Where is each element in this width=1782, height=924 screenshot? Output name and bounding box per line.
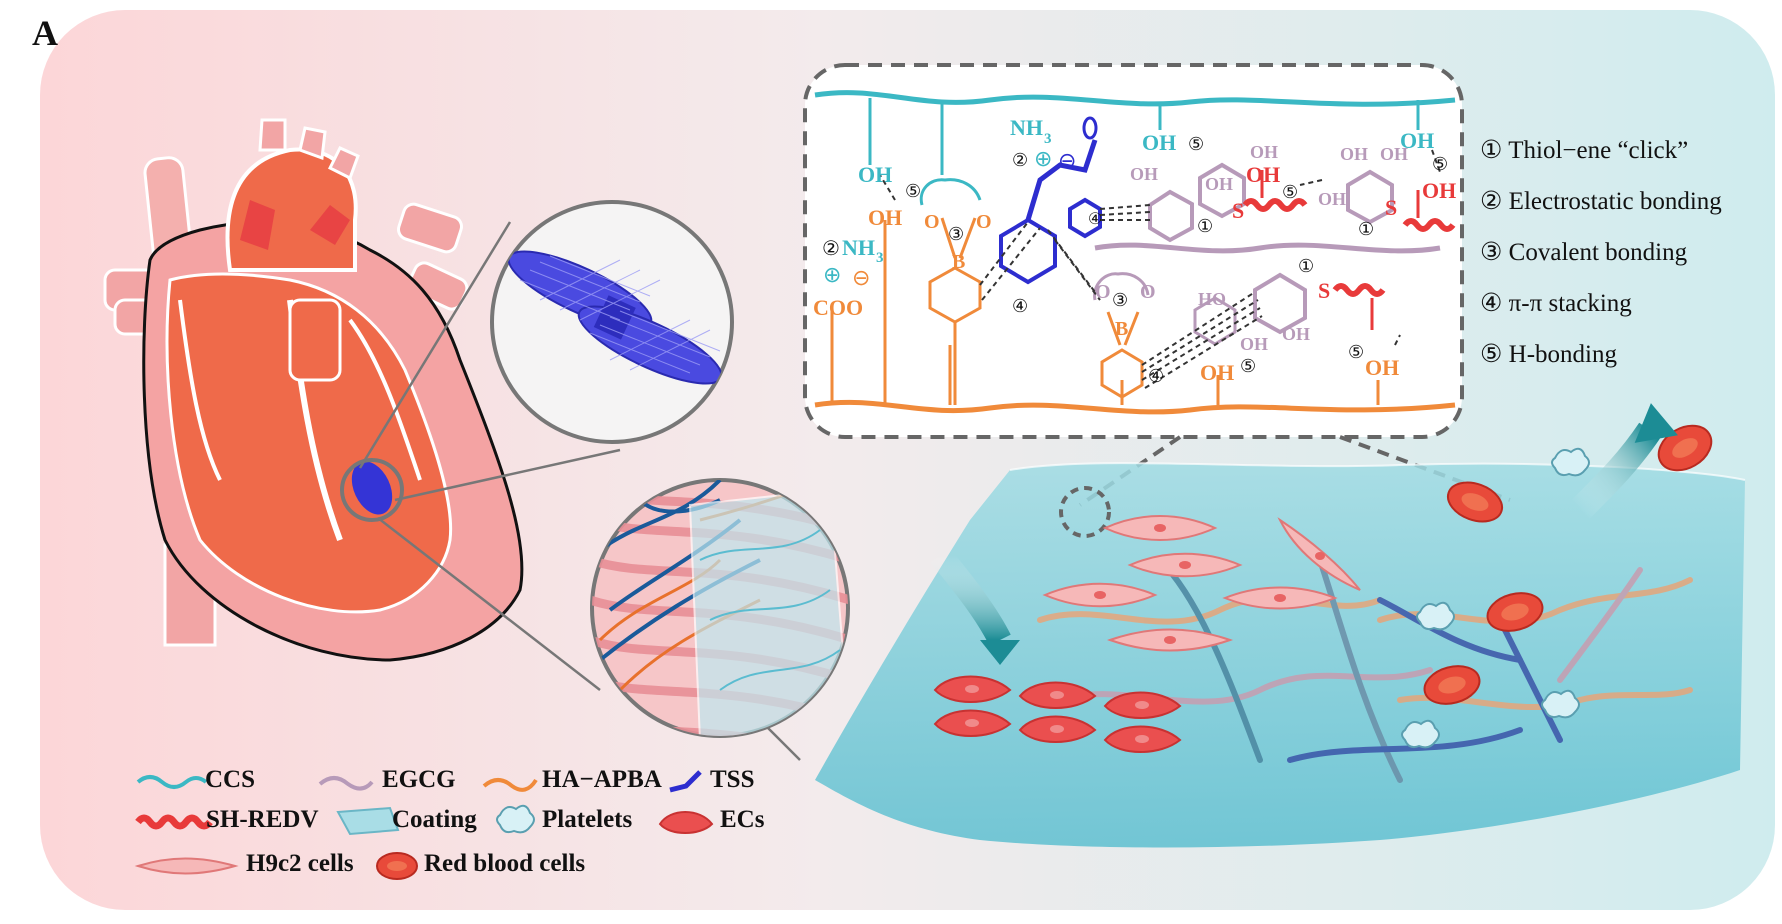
chem-o-3: O (1095, 281, 1111, 303)
chem-oh-egcg-2: OH (1205, 174, 1233, 194)
chem-circle-5c: ⑤ (1282, 182, 1298, 202)
chem-oh-ccs-3: OH (1400, 128, 1434, 153)
chem-coo: COO (813, 295, 863, 320)
chem-circle-4b: ④ (1088, 211, 1102, 228)
heart-illustration (103, 118, 524, 662)
chem-circle-5e: ⑤ (1240, 356, 1256, 376)
chem-s-2: S (1385, 195, 1397, 220)
chem-s-1: S (1232, 198, 1244, 223)
legend-ecs: ECs (720, 806, 765, 833)
chem-circle-3b: ③ (1112, 290, 1128, 310)
chem-o-1: O (924, 211, 940, 233)
chem-circle-4a: ④ (1012, 296, 1028, 316)
chem-circle-1b: ① (1358, 219, 1374, 239)
legend-ccs-swatch (136, 775, 208, 789)
chem-oh-redv-1: OH (1246, 162, 1280, 187)
legend-h9c2-swatch (134, 857, 239, 875)
repelled-cells (930, 403, 1713, 665)
chem-circle-3a: ③ (948, 224, 964, 244)
chem-circle-5a: ⑤ (905, 181, 921, 201)
bond-key-item-2: ② Electrostatic bonding (1480, 188, 1722, 215)
legend-coating: Coating (392, 806, 477, 833)
chemistry-inset: OH OH ⑤ ② NH 3 ⊕ ⊖ COO O O ③ B ④ NH 3 ② … (803, 63, 1464, 439)
device-zoom-circle (490, 200, 734, 444)
chem-circle-5d: ⑤ (1432, 154, 1448, 174)
chem-minus-a: ⊖ (852, 265, 870, 290)
legend-icons (134, 770, 714, 880)
legend-ccs: CCS (205, 766, 256, 793)
chem-circle-2a: ② (822, 238, 840, 260)
chem-s-3: S (1318, 278, 1330, 303)
bond-key-item-5: ⑤ H-bonding (1480, 341, 1617, 368)
legend-redv-swatch (135, 814, 213, 830)
legend-egcg-swatch (318, 776, 374, 791)
chem-circle-4c: ④ (1148, 366, 1164, 386)
legend-rbc: Red blood cells (424, 850, 586, 877)
chem-circle-1c: ① (1298, 256, 1314, 276)
chem-oh-egcg-5: OH (1380, 144, 1408, 164)
chem-oh-ha-2: OH (1200, 360, 1234, 385)
chem-minus-b: ⊖ (1058, 148, 1076, 173)
bond-key-item-3: ③ Covalent bonding (1480, 239, 1688, 266)
chem-circle-2b: ② (1012, 150, 1028, 170)
chem-b-1: B (952, 251, 965, 273)
legend-tss-swatch (669, 770, 702, 793)
legend-coating-swatch (336, 806, 400, 836)
legend-platelets: Platelets (542, 806, 633, 833)
chem-b-2: B (1115, 318, 1128, 340)
legend-ha-apba: HA−APBA (542, 766, 662, 793)
chem-plus-a: ⊕ (823, 262, 841, 287)
chem-nh3-a: NH (842, 235, 875, 260)
chem-o-2: O (976, 211, 992, 233)
chem-o-4: O (1140, 281, 1156, 303)
chem-plus-b: ⊕ (1034, 146, 1052, 171)
chem-oh-redv-2: OH (1422, 178, 1456, 203)
chem-nh3-sub-b: 3 (1044, 131, 1052, 147)
chem-circle-5b: ⑤ (1188, 134, 1204, 154)
chem-oh-egcg-1: OH (1130, 164, 1158, 184)
bond-key-item-4: ④ π-π stacking (1480, 290, 1632, 317)
legend-platelets-swatch (496, 804, 535, 834)
chem-oh-egcg-4: OH (1340, 144, 1368, 164)
chem-ho-1: HO (1198, 289, 1226, 309)
legend-sh-redv: SH-REDV (206, 806, 319, 833)
chem-oh-ha-1: OH (868, 205, 902, 230)
chem-nh3-b: NH (1010, 115, 1043, 140)
legend-ecs-swatch (658, 811, 714, 834)
chem-oh-ccs-1: OH (858, 162, 892, 187)
chem-oh-egcg-6: OH (1318, 189, 1346, 209)
panel-label: A (32, 13, 58, 53)
chem-nh3-sub-a: 3 (876, 250, 884, 266)
chem-circle-1a: ① (1197, 216, 1213, 236)
coating-slab (815, 462, 1746, 848)
chem-oh-ccs-2: OH (1142, 130, 1176, 155)
chem-oh-ha-3: OH (1365, 355, 1399, 380)
bond-key-item-1: ① Thiol−ene “click” (1480, 137, 1689, 164)
legend-tss: TSS (710, 766, 755, 793)
chem-circle-5f: ⑤ (1348, 342, 1364, 362)
legend-egcg: EGCG (382, 766, 456, 793)
chem-oh-egcg-3: OH (1250, 142, 1278, 162)
tissue-zoom-circle (590, 478, 850, 738)
chem-oh-egcg-7: OH (1240, 334, 1268, 354)
legend-h9c2: H9c2 cells (246, 850, 354, 877)
chem-oh-egcg-8: OH (1282, 324, 1310, 344)
legend-ha-swatch (482, 778, 538, 792)
